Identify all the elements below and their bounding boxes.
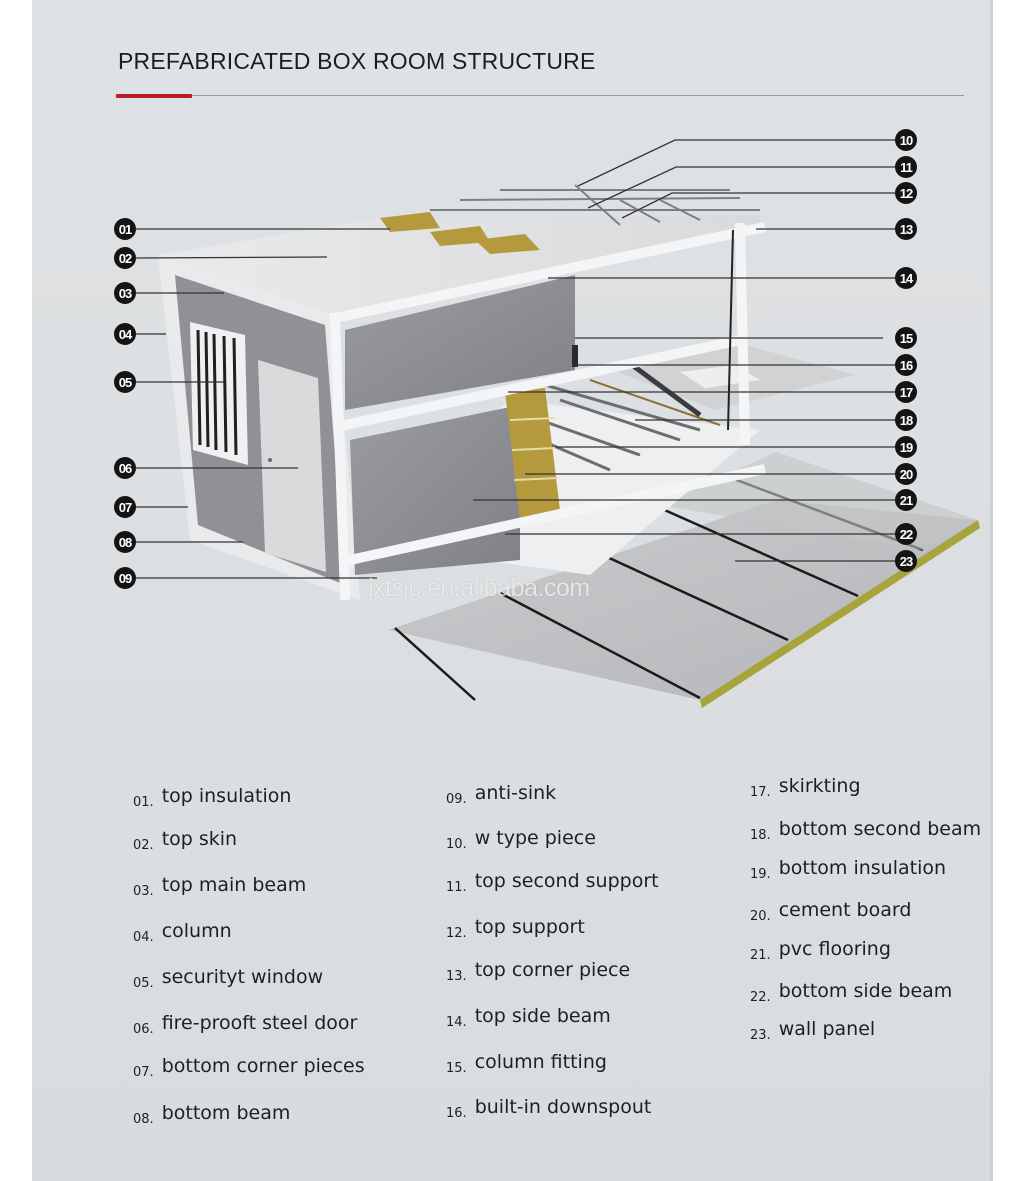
legend-item: 01.top insulation <box>133 785 292 810</box>
legend-item: 02.top skin <box>133 828 238 853</box>
legend-item: 19.bottom insulation <box>750 857 947 882</box>
callout-22: 22 <box>895 523 917 545</box>
callout-09: 09 <box>114 567 136 589</box>
legend-item: 03.top main beam <box>133 874 307 899</box>
callout-14: 14 <box>895 267 917 289</box>
legend-item: 20.cement board <box>750 899 912 924</box>
callout-20: 20 <box>895 463 917 485</box>
callout-16: 16 <box>895 354 917 376</box>
legend-item: 12.top support <box>446 916 585 941</box>
callout-01: 01 <box>114 218 136 240</box>
callout-17: 17 <box>895 381 917 403</box>
callout-21: 21 <box>895 489 917 511</box>
legend-item: 11.top second support <box>446 870 659 895</box>
legend-item: 16.built-in downspout <box>446 1096 652 1121</box>
callout-18: 18 <box>895 409 917 431</box>
callout-05: 05 <box>114 371 136 393</box>
box-room-illustration <box>135 139 980 708</box>
callout-08: 08 <box>114 531 136 553</box>
title-divider <box>116 95 964 96</box>
legend-item: 23.wall panel <box>750 1018 876 1043</box>
legend-item: 05.securityt window <box>133 966 324 991</box>
legend-item: 07.bottom corner pieces <box>133 1055 365 1080</box>
legend-item: 15.column fitting <box>446 1051 607 1076</box>
legend-item: 18.bottom second beam <box>750 818 982 843</box>
callout-04: 04 <box>114 323 136 345</box>
leader-lines <box>135 139 895 579</box>
legend-item: 10.w type piece <box>446 827 596 852</box>
callout-11: 11 <box>895 156 917 178</box>
page-edge <box>990 0 993 1181</box>
watermark: jxtsjc.en.alibaba.com <box>368 574 590 602</box>
callout-15: 15 <box>895 327 917 349</box>
legend-item: 08.bottom beam <box>133 1102 291 1127</box>
callout-10: 10 <box>895 129 917 151</box>
legend-item: 04.column <box>133 920 232 945</box>
legend-item: 17.skirkting <box>750 775 861 800</box>
legend-item: 22.bottom side beam <box>750 980 953 1005</box>
legend-item: 13.top corner piece <box>446 959 631 984</box>
callout-19: 19 <box>895 436 917 458</box>
callout-12: 12 <box>895 182 917 204</box>
callout-07: 07 <box>114 496 136 518</box>
box-structure <box>158 184 766 601</box>
legend-item: 21.pvc flooring <box>750 938 891 963</box>
callout-13: 13 <box>895 218 917 240</box>
legend-item: 09.anti-sink <box>446 782 557 807</box>
callout-03: 03 <box>114 282 136 304</box>
callout-02: 02 <box>114 247 136 269</box>
page-title: PREFABRICATED BOX ROOM STRUCTURE <box>118 48 596 74</box>
title-accent-bar <box>116 94 192 98</box>
legend-item: 06.fire-prooft steel door <box>133 1012 358 1037</box>
legend-item: 14.top side beam <box>446 1005 611 1030</box>
callout-23: 23 <box>895 550 917 572</box>
callout-06: 06 <box>114 457 136 479</box>
